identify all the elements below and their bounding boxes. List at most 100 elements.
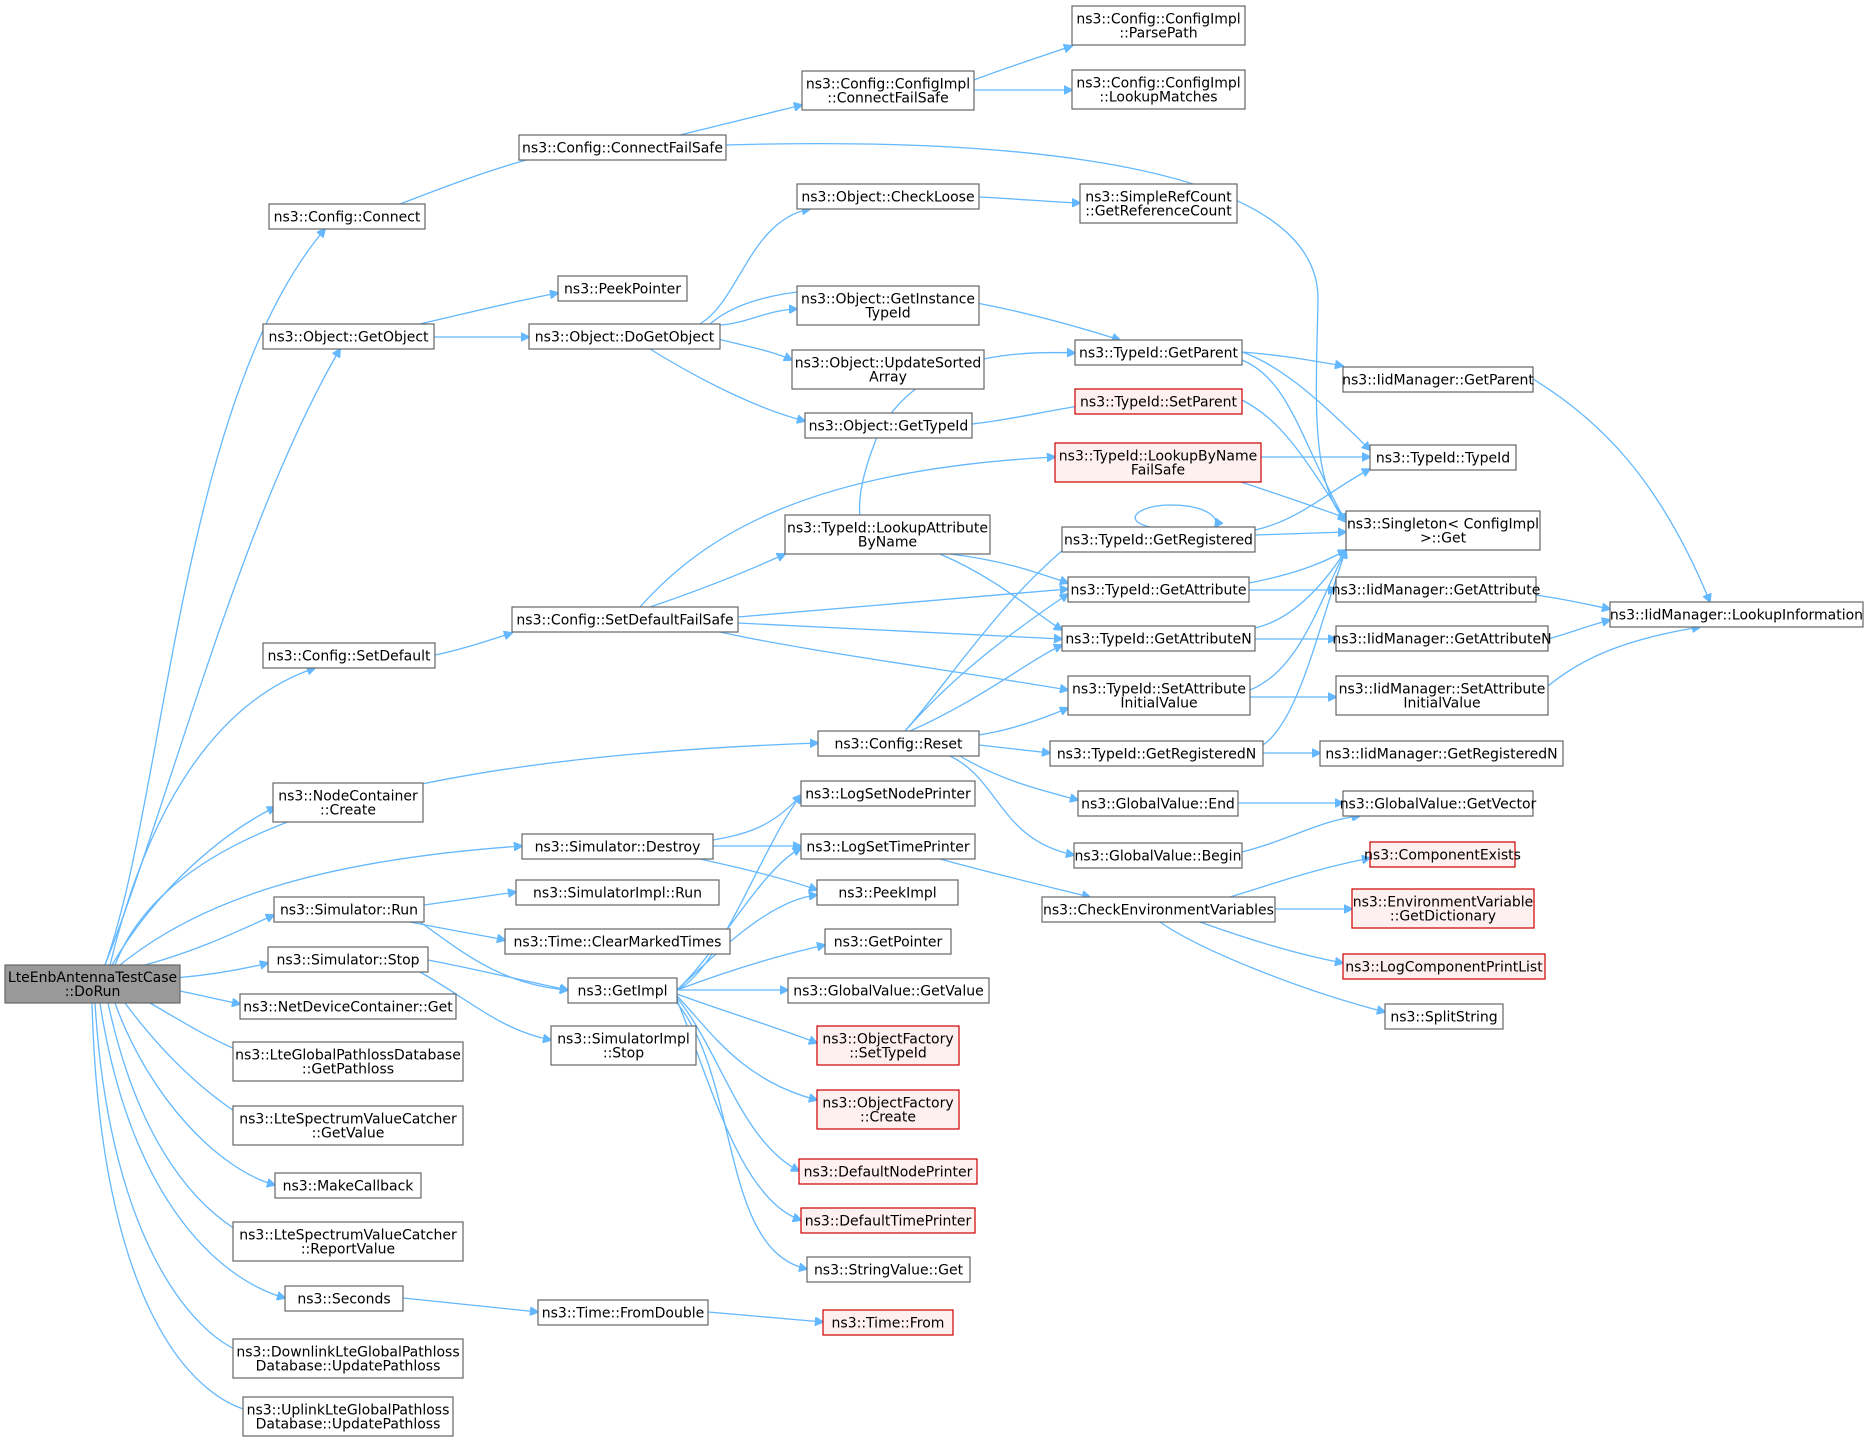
node-stringvalue-get[interactable]: ns3::StringValue::Get [806,1256,971,1283]
node-singleton-get[interactable]: ns3::Singleton< ConfigImpl >::Get [1345,510,1541,551]
node-time-from[interactable]: ns3::Time::From [822,1309,954,1336]
node-label: ns3::DefaultTimePrinter [805,1214,972,1230]
node-simimpl-stop[interactable]: ns3::SimulatorImpl::Stop [550,1025,697,1066]
node-globalvalue-getvector[interactable]: ns3::GlobalValue::GetVector [1340,790,1537,817]
node-logsetnodeprinter[interactable]: ns3::LogSetNodePrinter [800,780,976,807]
node-impl-lookup[interactable]: ns3::Config::ConfigImpl::LookupMatches [1071,69,1246,110]
node-envvar-getdict[interactable]: ns3::EnvironmentVariable::GetDictionary [1351,888,1535,929]
node-iid-lookupinfo[interactable]: ns3::IidManager::LookupInformation [1609,601,1864,628]
node-box [273,896,425,923]
node-getimpl[interactable]: ns3::GetImpl [567,977,678,1004]
node-nodecontainer-create[interactable]: ns3::NodeContainer::Create [272,782,424,823]
node-time-fromdouble[interactable]: ns3::Time::FromDouble [537,1299,709,1326]
node-checkenv[interactable]: ns3::CheckEnvironmentVariables [1041,896,1276,923]
node-typeid-getattribute[interactable]: ns3::TypeId::GetAttribute [1067,576,1250,603]
call-edge [124,1002,245,1118]
node-impl-connectfs[interactable]: ns3::Config::ConfigImpl::ConnectFailSafe [801,70,975,111]
node-box [242,1396,454,1437]
node-label: ::Stop [603,1046,644,1062]
node-ltespectrum-reportvalue[interactable]: ns3::LteSpectrumValueCatcher::ReportValu… [232,1221,464,1262]
node-simplerefcount[interactable]: ns3::SimpleRefCount::GetReferenceCount [1079,183,1238,224]
node-label: ns3::Object::CheckLoose [801,190,974,206]
node-impl-parsepath[interactable]: ns3::Config::ConfigImpl::ParsePath [1071,5,1246,46]
node-connectfs[interactable]: ns3::Config::ConnectFailSafe [518,134,727,161]
node-ltepathlossdb-get[interactable]: ns3::LteGlobalPathlossDatabase::GetPathl… [232,1041,464,1082]
call-edge [104,349,340,966]
node-uplink-update[interactable]: ns3::UplinkLteGlobalPathlossDatabase::Up… [242,1396,454,1437]
node-label: ns3::ObjectFactory [822,1096,953,1112]
node-label: ::ConnectFailSafe [827,91,948,107]
node-globalvalue-begin[interactable]: ns3::GlobalValue::Begin [1073,842,1243,869]
node-label: ns3::TypeId::TypeId [1376,451,1510,467]
node-getpointer[interactable]: ns3::GetPointer [824,928,952,955]
call-edge [676,995,817,1100]
node-obj-gettypeid[interactable]: ns3::Object::GetTypeId [804,412,973,439]
node-netdevicecontainer-get[interactable]: ns3::NetDeviceContainer::Get [239,993,457,1020]
node-peekpointer[interactable]: ns3::PeekPointer [557,275,688,302]
node-checkloose[interactable]: ns3::Object::CheckLoose [796,183,980,210]
node-iid-setattrinit[interactable]: ns3::IidManager::SetAttributeInitialValu… [1335,675,1549,716]
node-config-reset[interactable]: ns3::Config::Reset [817,730,980,757]
call-edge [676,993,817,1043]
node-typeid-setparent[interactable]: ns3::TypeId::SetParent [1074,388,1243,415]
node-ltespectrum-getvalue[interactable]: ns3::LteSpectrumValueCatcher::GetValue [232,1105,464,1146]
call-edge [709,336,792,360]
node-typeid-typeid[interactable]: ns3::TypeId::TypeId [1369,444,1517,471]
node-simimpl-run[interactable]: ns3::SimulatorImpl::Run [515,879,720,906]
node-simulator-stop[interactable]: ns3::Simulator::Stop [267,946,429,973]
node-box [798,1158,978,1185]
node-label: ns3::DefaultNodePrinter [804,1165,973,1181]
node-label: ns3::Config::ConfigImpl [1076,12,1240,28]
node-iid-getattributen[interactable]: ns3::IidManager::GetAttributeN [1332,625,1552,652]
node-objectfactory-settypeid[interactable]: ns3::ObjectFactory::SetTypeId [816,1025,960,1066]
node-label: ns3::TypeId::GetRegisteredN [1057,747,1256,763]
node-typeid-getregisteredn[interactable]: ns3::TypeId::GetRegisteredN [1049,740,1264,767]
node-logcomponentprintlist[interactable]: ns3::LogComponentPrintList [1342,953,1546,980]
node-makecallback[interactable]: ns3::MakeCallback [274,1172,422,1199]
node-iid-getattribute[interactable]: ns3::IidManager::GetAttribute [1332,576,1541,603]
node-setdefault[interactable]: ns3::Config::SetDefault [262,642,436,669]
node-globalvalue-end[interactable]: ns3::GlobalValue::End [1077,790,1239,817]
node-label: ns3::Object::GetObject [268,330,429,346]
node-globalvalue-getvalue[interactable]: ns3::GlobalValue::GetValue [787,977,990,1004]
node-componentexists[interactable]: ns3::ComponentExists [1364,841,1521,868]
node-typeid-getregistered[interactable]: ns3::TypeId::GetRegistered [1061,526,1256,553]
node-seconds[interactable]: ns3::Seconds [284,1285,404,1312]
node-peekimpl[interactable]: ns3::PeekImpl [816,879,959,906]
node-dogetobject[interactable]: ns3::Object::DoGetObject [528,323,721,350]
node-box [262,323,435,350]
node-box [1335,576,1537,603]
node-label: ::GetDictionary [1390,909,1496,925]
call-edge [174,963,268,979]
node-defaulttimeprinter[interactable]: ns3::DefaultTimePrinter [800,1207,976,1234]
call-edge [699,858,817,890]
node-setdefaultfs[interactable]: ns3::Config::SetDefaultFailSafe [511,606,739,633]
node-label: ns3::IidManager::GetAttributeN [1332,632,1551,648]
node-typeid-getparent[interactable]: ns3::TypeId::GetParent [1074,339,1243,366]
node-simulator-destroy[interactable]: ns3::Simulator::Destroy [521,833,714,860]
node-simulator-run[interactable]: ns3::Simulator::Run [273,896,425,923]
node-typeid-getattributen[interactable]: ns3::TypeId::GetAttributeN [1061,625,1256,652]
node-box [1074,339,1243,366]
node-root[interactable]: LteEnbAntennaTestCase::DoRun [4,964,181,1004]
node-iid-getregisteredn[interactable]: ns3::IidManager::GetRegisteredN [1319,740,1564,767]
node-iid-getparent[interactable]: ns3::IidManager::GetParent [1342,366,1534,393]
node-time-clearmarked[interactable]: ns3::Time::ClearMarkedTimes [504,928,731,955]
call-edge [649,348,805,421]
node-logsettimeprinter[interactable]: ns3::LogSetTimePrinter [800,833,976,860]
node-connect[interactable]: ns3::Config::Connect [268,203,426,230]
node-defaultnodeprinter[interactable]: ns3::DefaultNodePrinter [798,1158,978,1185]
node-label: ns3::NodeContainer [278,789,418,805]
node-getobject[interactable]: ns3::Object::GetObject [262,323,435,350]
node-splitstring[interactable]: ns3::SplitString [1384,1003,1504,1030]
node-downlink-update[interactable]: ns3::DownlinkLteGlobalPathlossDatabase::… [232,1338,464,1379]
node-label: ns3::Config::SetDefaultFailSafe [516,613,733,629]
node-objectfactory-create[interactable]: ns3::ObjectFactory::Create [816,1089,960,1130]
node-label: ns3::GlobalValue::GetVector [1340,797,1537,813]
node-box [567,977,678,1004]
